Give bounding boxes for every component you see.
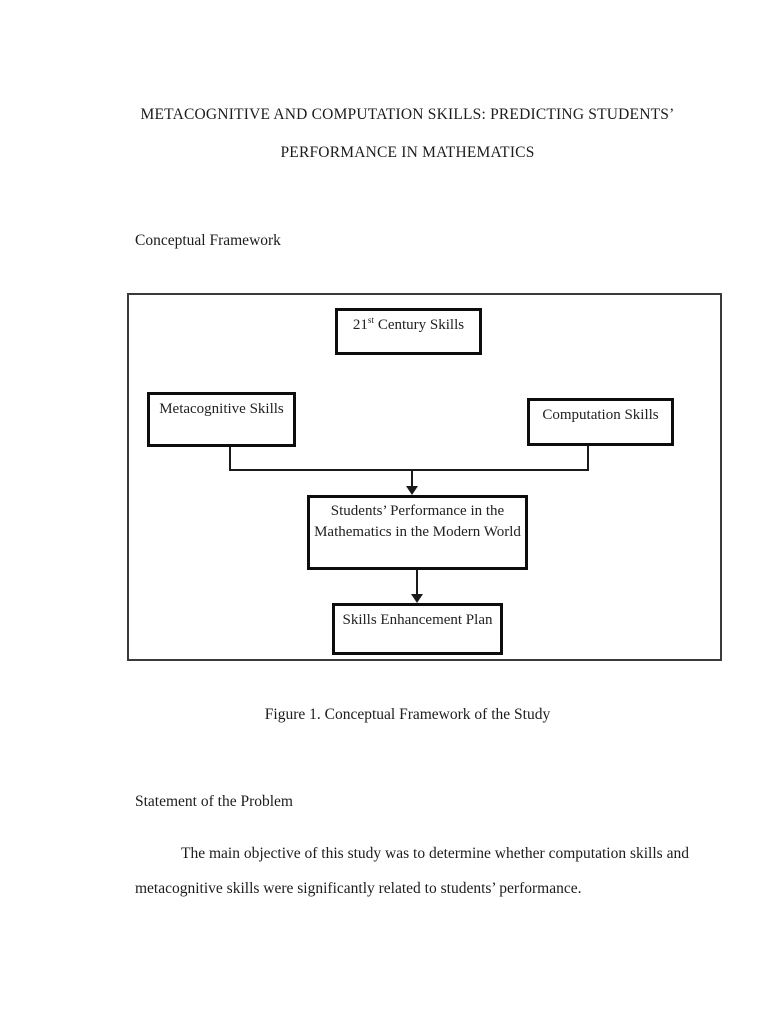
superscript-st: st — [367, 316, 375, 326]
node-skills-enhancement-plan: Skills Enhancement Plan — [332, 603, 503, 655]
node-students-performance: Students’ Performance in the Mathematics… — [307, 495, 528, 570]
figure-caption: Figure 1. Conceptual Framework of the St… — [264, 706, 551, 723]
node-label: Metacognitive Skills — [159, 401, 284, 417]
node-label: Century Skills — [374, 317, 465, 333]
section-heading-conceptual-framework: Conceptual Framework — [135, 232, 281, 249]
document-title: METACOGNITIVE AND COMPUTATION SKILLS: PR… — [135, 106, 680, 162]
node-label: 21 — [352, 317, 368, 333]
node-label: Skills Enhancement Plan — [342, 612, 493, 628]
node-label-line-2: Mathematics in the Modern World — [314, 524, 521, 540]
figure-frame: 21st Century Skills Metacognitive Skills… — [127, 293, 722, 661]
node-21st-century-skills: 21st Century Skills — [335, 308, 482, 355]
arrow-down-icon — [411, 594, 423, 603]
title-line-1: METACOGNITIVE AND COMPUTATION SKILLS: PR… — [140, 106, 675, 123]
section-heading-statement-of-problem: Statement of the Problem — [135, 793, 293, 810]
node-metacognitive-skills: Metacognitive Skills — [147, 392, 296, 447]
title-line-2: PERFORMANCE IN MATHEMATICS — [280, 144, 535, 161]
paragraph-line: metacognitive skills were significantly … — [135, 880, 582, 897]
paragraph-line: The main objective of this study was to … — [181, 845, 689, 862]
arrow-down-icon — [406, 486, 418, 495]
node-label-line-1: Students’ Performance in the — [330, 503, 505, 519]
title-line-spacer — [135, 124, 680, 144]
node-label: Computation Skills — [542, 407, 659, 423]
node-computation-skills: Computation Skills — [527, 398, 674, 446]
